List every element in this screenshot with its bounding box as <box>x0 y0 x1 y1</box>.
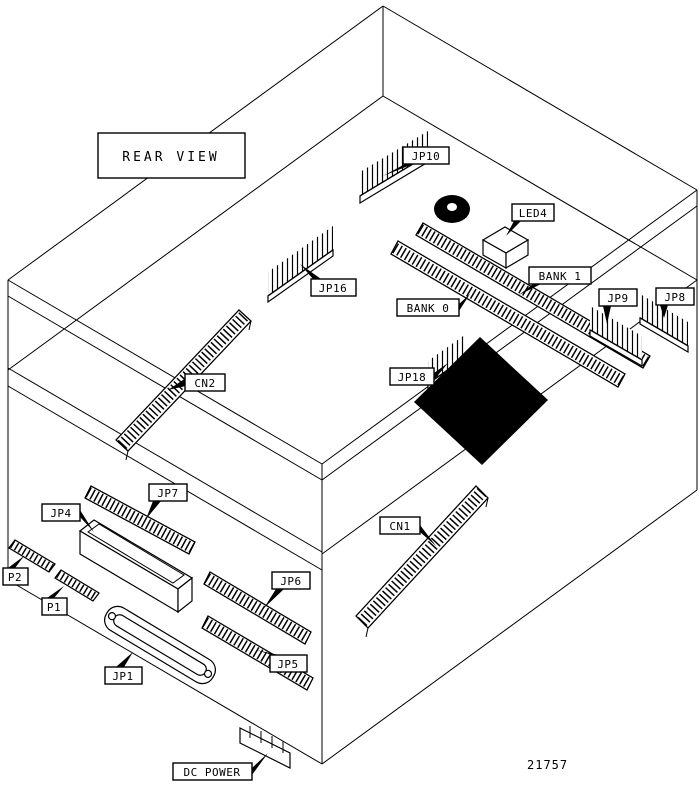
callout-p1-text: P1 <box>47 601 61 614</box>
cn1-connector <box>355 485 489 638</box>
callout-jp1: JP1 <box>104 652 143 685</box>
cpu-chip <box>414 337 548 465</box>
callout-jp6: JP6 <box>264 571 311 608</box>
callout-dc-power: DC POWER <box>172 753 268 781</box>
callout-led4: LED4 <box>506 203 555 236</box>
callout-jp9: JP9 <box>598 288 638 324</box>
callout-jp5-text: JP5 <box>277 658 298 671</box>
led4-component <box>481 226 530 270</box>
callout-jp18: JP18 <box>389 363 448 386</box>
callout-jp16: JP16 <box>300 264 357 297</box>
callout-led4-text: LED4 <box>519 207 548 220</box>
p2-connector <box>8 539 56 573</box>
jp4-connector <box>78 519 194 614</box>
callout-p2-text: P2 <box>8 571 22 584</box>
callout-cn1: CN1 <box>379 516 436 546</box>
callout-jp10-text: JP10 <box>412 150 441 163</box>
callout-jp7-text: JP7 <box>157 487 178 500</box>
jp7-header <box>84 485 196 555</box>
callout-jp4: JP4 <box>41 503 94 532</box>
callout-jp6-text: JP6 <box>280 575 301 588</box>
chassis-wireframe <box>7 5 698 765</box>
dc-power-connector <box>239 726 291 769</box>
jp1-connector <box>104 605 216 685</box>
callout-jp9-text: JP9 <box>607 292 628 305</box>
callout-p2: P2 <box>2 556 29 586</box>
callout-bank1-text: BANK 1 <box>539 270 582 283</box>
figure-number: 21757 <box>527 758 568 772</box>
p1-connector <box>54 569 100 602</box>
callout-jp1-text: JP1 <box>112 670 133 683</box>
callout-bank1: BANK 1 <box>519 266 592 295</box>
rear-view-box <box>97 132 246 179</box>
callout-bank0-text: BANK 0 <box>407 302 450 315</box>
callout-jp16-text: JP16 <box>319 282 348 295</box>
callout-cn1-text: CN1 <box>389 520 410 533</box>
jp9-header <box>589 306 643 368</box>
callout-cn2: CN2 <box>168 373 226 392</box>
callout-jp10: JP10 <box>383 146 450 176</box>
rear-view-label: REAR VIEW <box>97 132 246 179</box>
jp10-header <box>359 131 429 205</box>
callout-p1: P1 <box>41 586 68 616</box>
rear-view-text: REAR VIEW <box>122 150 219 165</box>
simm-socket-bank0 <box>390 240 626 388</box>
callout-jp7: JP7 <box>146 483 188 519</box>
jp16-header <box>267 226 334 304</box>
jp6-header <box>203 571 312 645</box>
callout-jp5: JP5 <box>256 650 308 673</box>
callout-jp18-text: JP18 <box>398 371 427 384</box>
buzzer <box>434 195 470 223</box>
callout-cn2-text: CN2 <box>194 377 215 390</box>
jp8-header <box>639 294 689 354</box>
callout-jp8: JP8 <box>655 287 695 318</box>
callout-jp8-text: JP8 <box>664 291 685 304</box>
callout-jp4-text: JP4 <box>50 507 71 520</box>
callout-bank0: BANK 0 <box>396 294 470 317</box>
callout-dc-power-text: DC POWER <box>184 766 241 779</box>
